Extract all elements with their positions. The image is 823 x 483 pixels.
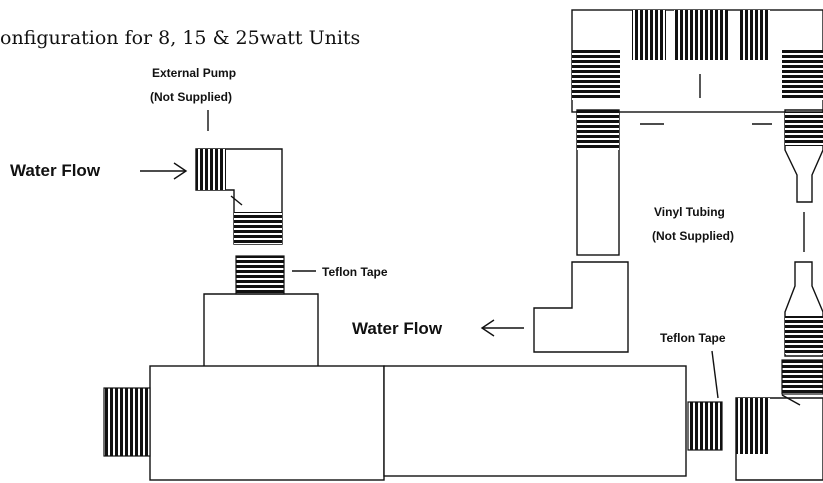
vinyl-tubing-label-line1: Vinyl Tubing (654, 205, 725, 219)
return-elbow (533, 261, 629, 353)
uv-unit-body (103, 293, 723, 481)
teflon-tape-top-label: Teflon Tape (322, 265, 388, 279)
teflon-tape-bottom-leader (711, 350, 719, 399)
left-endcap-thread (103, 387, 151, 457)
teflon-tape-bottom-label: Teflon Tape (660, 331, 726, 345)
teflon-tape-coupler (235, 255, 285, 295)
external-pump-label-line1: External Pump (152, 66, 236, 80)
top-right-fittings (571, 9, 823, 357)
water-flow-out-label: Water Flow (352, 319, 443, 338)
outlet-elbow (735, 359, 823, 481)
pump-elbow-outlet-thread (234, 212, 282, 244)
diagram-title: onfiguration for 8, 15 & 25watt Units (0, 27, 360, 49)
external-pump-label-line2: (Not Supplied) (150, 90, 232, 104)
external-pump-elbow (195, 148, 283, 245)
outlet-thread (687, 401, 723, 451)
water-flow-in-label: Water Flow (10, 161, 101, 180)
water-flow-out-arrow (480, 319, 524, 337)
water-flow-in-arrow (140, 162, 188, 180)
pump-elbow-inlet-thread (196, 149, 226, 190)
vinyl-tubing-label-line2: (Not Supplied) (652, 229, 734, 243)
